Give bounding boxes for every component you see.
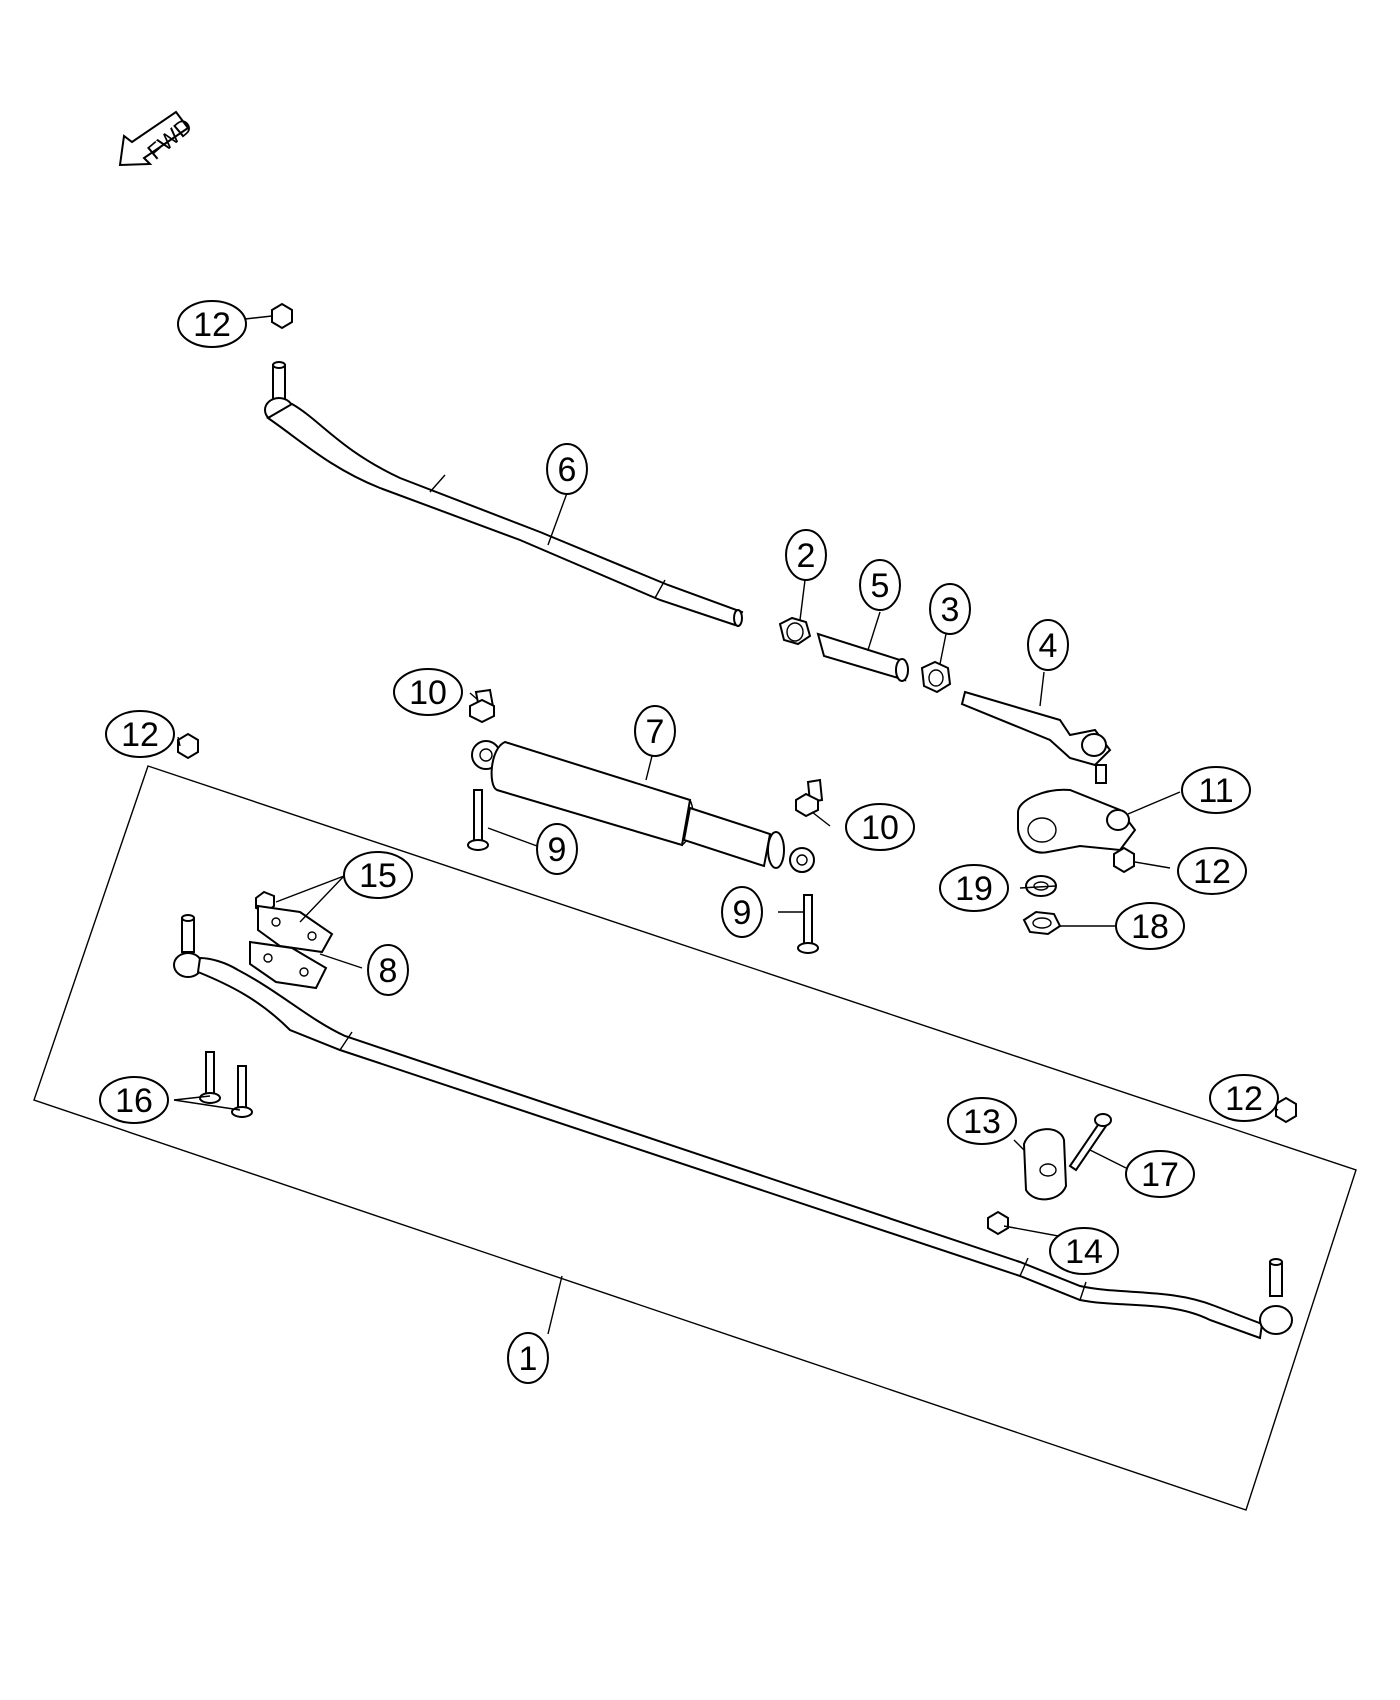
castle-nut-part [1113, 846, 1135, 874]
tie-rod-assembly-box [33, 765, 1357, 1511]
callout-2-label: 2 [797, 537, 816, 575]
castle-nut-part [271, 302, 293, 330]
mounting-plate-part [249, 904, 334, 990]
callout-12b: 12 [105, 710, 175, 758]
callout-10a-label: 10 [409, 674, 447, 712]
callout-11-label: 11 [1198, 772, 1233, 810]
flag-nut-part [469, 688, 496, 724]
callout-12c-label: 12 [1193, 853, 1231, 891]
callout-11: 11 [1181, 766, 1251, 814]
callout-12c: 12 [1177, 847, 1247, 895]
callout-16-label: 16 [115, 1082, 153, 1120]
callout-12b-label: 12 [121, 716, 159, 754]
clamp-bolt-part [1068, 1113, 1112, 1172]
flag-nut-part [795, 778, 824, 818]
callout-17: 17 [1125, 1150, 1195, 1198]
callout-6: 6 [546, 443, 588, 495]
jam-nut-part [920, 660, 952, 694]
callout-5-label: 5 [871, 567, 890, 605]
callout-8: 8 [367, 944, 409, 996]
callout-17-label: 17 [1141, 1156, 1179, 1194]
callout-3-label: 3 [941, 591, 960, 629]
callout-10b-label: 10 [861, 809, 899, 847]
callout-15: 15 [343, 851, 413, 899]
callout-6-label: 6 [558, 451, 577, 489]
callout-9a-label: 9 [548, 831, 567, 869]
callout-16: 16 [99, 1076, 169, 1124]
pitman-nut-part [1022, 910, 1062, 936]
callout-10a: 10 [393, 668, 463, 716]
callout-7-label: 7 [646, 713, 665, 751]
pitman-arm-part [1017, 788, 1137, 854]
callout-15-label: 15 [359, 857, 397, 895]
callout-12a-label: 12 [193, 306, 231, 344]
callout-12d-label: 12 [1225, 1080, 1263, 1118]
steering-damper-part [471, 740, 815, 873]
callout-19: 19 [939, 864, 1009, 912]
lock-washer-part [1025, 875, 1057, 897]
callout-10b: 10 [845, 803, 915, 851]
callout-8-label: 8 [379, 952, 398, 990]
callout-19-label: 19 [955, 870, 993, 908]
callout-9a: 9 [536, 823, 578, 875]
callout-7: 7 [634, 705, 676, 757]
callout-4-label: 4 [1039, 627, 1058, 665]
callout-13: 13 [947, 1097, 1017, 1145]
adjuster-sleeve-part [816, 632, 909, 682]
forward-direction-arrow-icon: FWD [118, 110, 197, 167]
clamp-part [1022, 1128, 1068, 1201]
jam-nut-part [778, 616, 812, 646]
tie-rod-end-part [960, 690, 1112, 784]
tie-rod-part [173, 914, 1293, 1340]
callout-12d: 12 [1209, 1074, 1279, 1122]
castle-nut-part [177, 732, 199, 760]
bolt-part [199, 1051, 221, 1104]
callout-1-label: 1 [519, 1340, 538, 1378]
callout-14: 14 [1049, 1227, 1119, 1275]
bolt-part [467, 789, 489, 851]
callout-13-label: 13 [963, 1103, 1001, 1141]
callout-9b-label: 9 [733, 894, 752, 932]
bolt-part [797, 894, 819, 954]
callout-18: 18 [1115, 902, 1185, 950]
callout-5: 5 [859, 559, 901, 611]
callout-12a: 12 [177, 300, 247, 348]
callout-3: 3 [929, 583, 971, 635]
drag-link-part [264, 361, 744, 627]
callout-18-label: 18 [1131, 908, 1169, 946]
nut-part [987, 1210, 1009, 1236]
callout-1: 1 [507, 1332, 549, 1384]
callout-4: 4 [1027, 619, 1069, 671]
castle-nut-part [1275, 1096, 1297, 1124]
callout-14-label: 14 [1065, 1233, 1103, 1271]
callout-9b: 9 [721, 886, 763, 938]
callout-2: 2 [785, 529, 827, 581]
